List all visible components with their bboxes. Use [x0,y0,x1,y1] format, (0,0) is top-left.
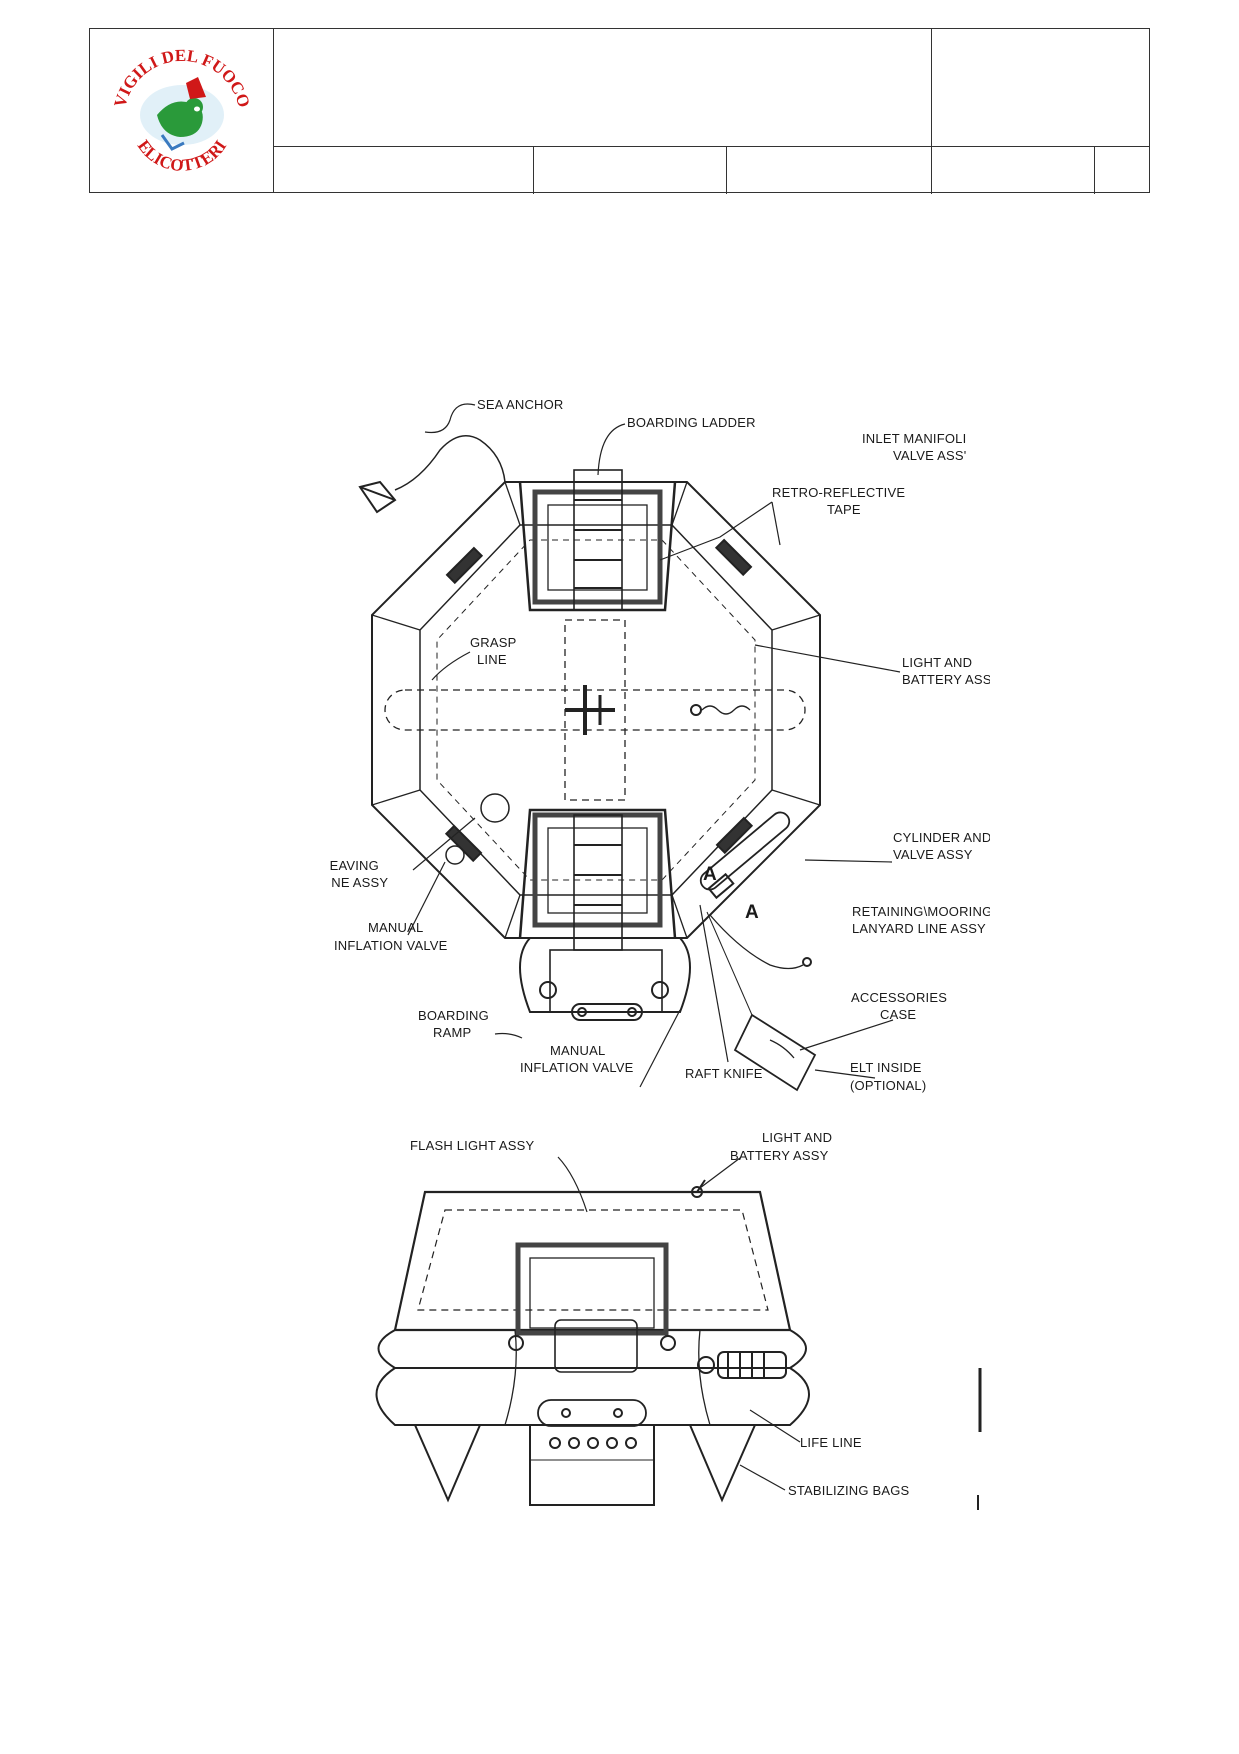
label-manual-inflation-bottom-2: INFLATION VALVE [520,1060,634,1075]
label-flash-light: FLASH LIGHT ASSY [410,1138,534,1153]
label-side-light-battery-2: BATTERY ASSY [730,1148,829,1163]
label-manual-inflation-left-1: MANUAL [368,920,423,935]
label-light-battery-2: BATTERY ASSY. [902,672,990,687]
header-cell-3 [727,147,932,194]
label-inlet-manifold-1: INLET MANIFOLI [862,431,966,446]
label-retro-reflective-2: TAPE [827,502,861,517]
label-sea-anchor: SEA ANCHOR [477,397,564,412]
label-retro-reflective-1: RETRO-REFLECTIVE [772,485,905,500]
label-manual-inflation-left-2: INFLATION VALVE [334,938,448,953]
label-inlet-manifold-2: VALVE ASS' [893,448,966,463]
label-boarding-ramp-2: RAMP [433,1025,471,1040]
vigili-del-fuoco-logo: VIGILI DEL FUOCO ELICOTTERI [110,46,253,175]
drawing-labels: SEA ANCHOR BOARDING LADDER INLET MANIFOL… [330,397,990,1498]
marker-a-1: A [703,864,717,885]
label-heaving-1: HEAVING [330,858,379,873]
label-elt-1: ELT INSIDE [850,1060,922,1075]
logo-cell: VIGILI DEL FUOCO ELICOTTERI [90,29,274,192]
header-title-cell [274,29,932,147]
marker-a-2: A [745,902,759,923]
document-header: VIGILI DEL FUOCO ELICOTTERI [89,28,1150,194]
label-grasp-2: LINE [477,652,507,667]
raft-top-view [358,435,821,1092]
label-boarding-ladder: BOARDING LADDER [627,415,756,430]
label-life-line: LIFE LINE [800,1435,862,1450]
label-retaining-1: RETAINING\MOORING [852,904,990,919]
leader-lines-side [557,1156,801,1491]
header-cell-4 [932,147,1095,194]
label-grasp-1: GRASP [470,635,517,650]
header-code-cell [932,29,1149,147]
header-cell-2 [534,147,727,194]
label-cylinder-2: VALVE ASSY [893,847,973,862]
label-accessories-1: ACCESSORIES [851,990,947,1005]
label-stabilizing-bags: STABILIZING BAGS [788,1483,910,1498]
life-raft-technical-drawing: SEA ANCHOR BOARDING LADDER INLET MANIFOL… [330,397,990,1510]
label-light-battery-1: LIGHT AND [902,655,972,670]
raft-side-view [375,1179,982,1510]
label-cylinder-1: CYLINDER AND [893,830,990,845]
label-raft-knife: RAFT KNIFE [685,1066,763,1081]
label-side-light-battery-1: LIGHT AND [762,1130,832,1145]
label-retaining-2: LANYARD LINE ASSY [852,921,986,936]
header-cell-1 [274,147,534,194]
label-boarding-ramp-1: BOARDING [418,1008,489,1023]
header-cell-5 [1095,147,1149,194]
label-accessories-2: CASE [880,1007,916,1022]
label-elt-2: (OPTIONAL) [850,1078,926,1093]
label-heaving-2: LINE ASSY [330,875,388,890]
leader-lines-top [407,403,901,1088]
label-manual-inflation-bottom-1: MANUAL [550,1043,605,1058]
